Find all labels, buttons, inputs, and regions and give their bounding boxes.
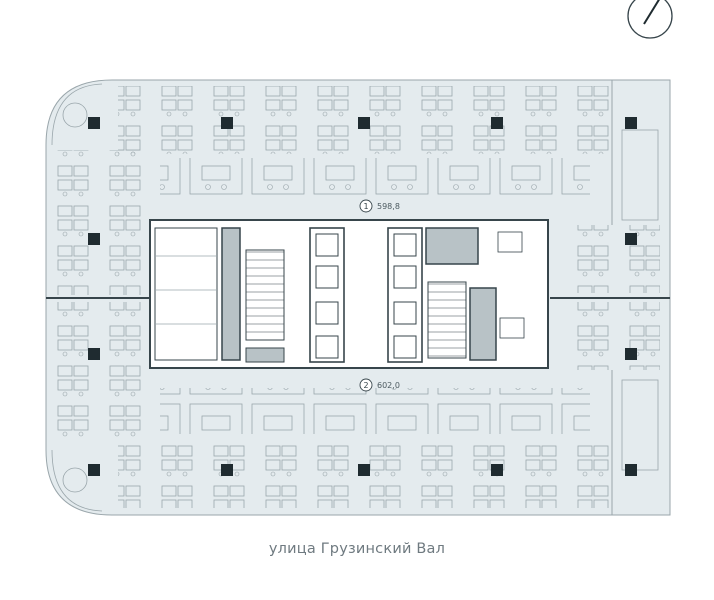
workstations-west bbox=[56, 102, 146, 493]
zone-1-number-badge bbox=[359, 199, 373, 213]
workstations-north bbox=[118, 86, 610, 202]
zone-2-number-badge bbox=[359, 378, 373, 392]
zone-1-area: 598,8 bbox=[377, 202, 400, 211]
zone-2-label: 2 602,0 bbox=[359, 378, 400, 392]
workstations-east bbox=[560, 129, 660, 471]
street-label: улица Грузинский Вал bbox=[268, 541, 446, 557]
zone-1-number: 1 bbox=[363, 202, 368, 211]
zone-1-label: 1 598,8 bbox=[359, 199, 400, 213]
compass-icon bbox=[627, 0, 673, 39]
workstations-south bbox=[118, 388, 610, 508]
zone-2-number: 2 bbox=[363, 381, 368, 390]
zone-2-area: 602,0 bbox=[377, 381, 400, 390]
structural-columns bbox=[88, 117, 637, 476]
building-core bbox=[149, 219, 549, 369]
